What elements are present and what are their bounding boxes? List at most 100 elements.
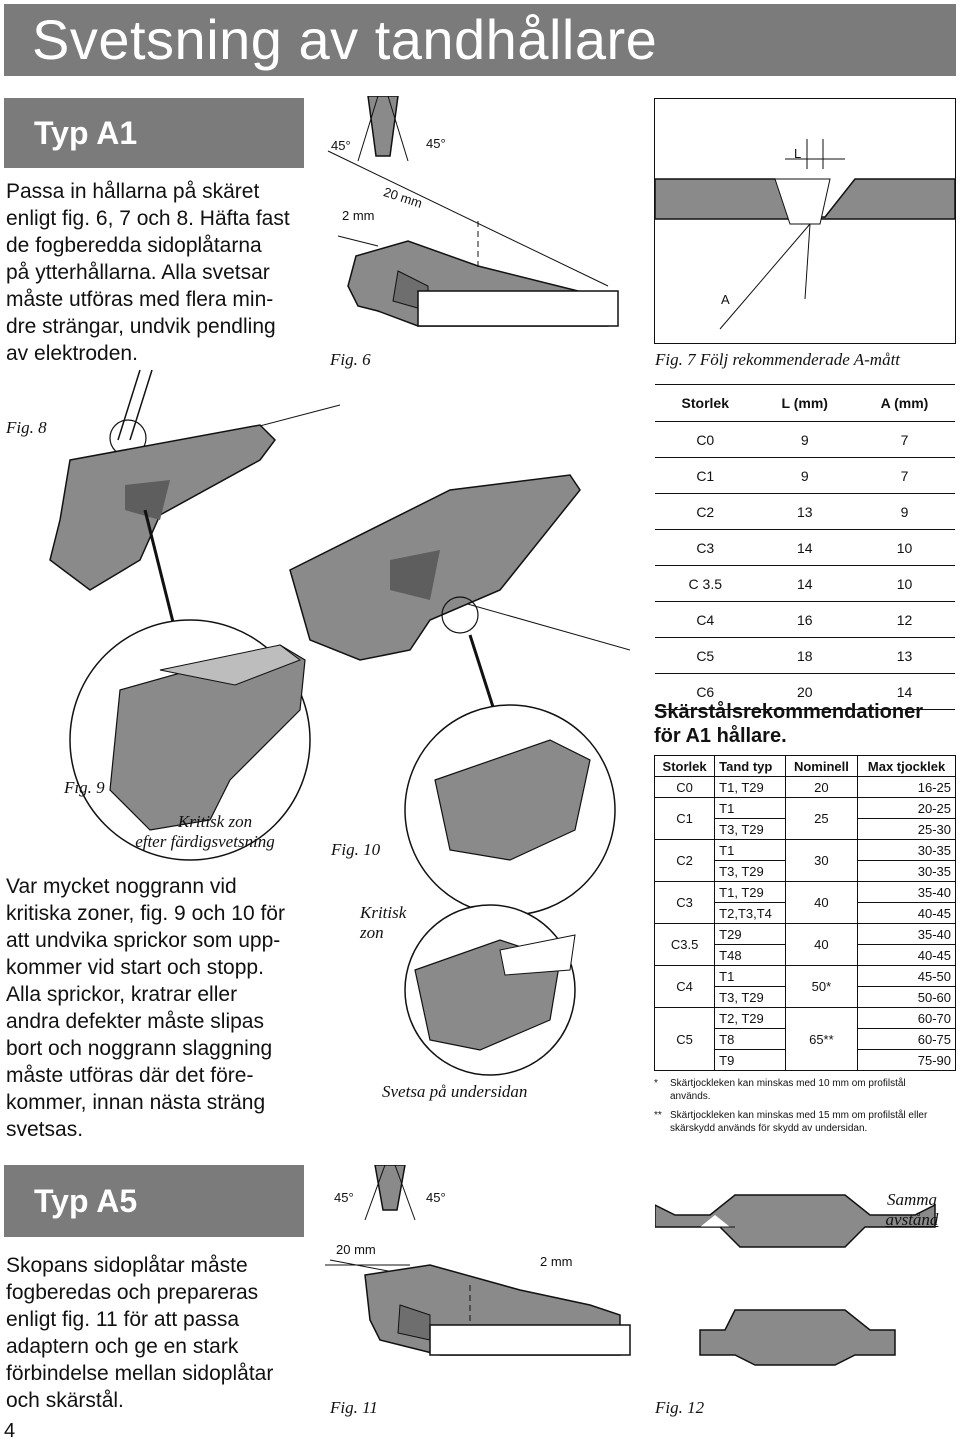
table-cell: 40-45 <box>857 944 956 966</box>
table-cell: 40 <box>784 881 859 924</box>
fig10-zone-line: Kritisk <box>360 903 407 922</box>
table-cell: 14 <box>755 529 854 566</box>
table-cell: 13 <box>755 493 854 530</box>
a1-warning-line: att undvika sprickor som upp- <box>6 929 281 952</box>
fig9-zone-label: Kritisk zon efter färdigsvetsning <box>135 812 275 852</box>
fig6-angle-left: 45° <box>331 138 351 153</box>
fig7-label-a: A <box>721 292 730 307</box>
a5-text-line: fogberedas och prepareras <box>6 1281 259 1304</box>
fig10-zone-label: Kritisk zon <box>360 903 406 943</box>
table-header-cell: Storlek <box>655 384 756 422</box>
a1-intro-line: enligt fig. 6, 7 och 8. Häfta fast <box>6 207 290 230</box>
table-cell: T1, T29 <box>714 776 786 798</box>
table-cell: C0 <box>655 421 756 458</box>
fig12-note-line: Samma <box>886 1190 938 1209</box>
table-cell: 16-25 <box>857 776 956 798</box>
a1-warning-text: Var mycket noggrann vid kritiska zoner, … <box>6 873 306 1143</box>
table-row: C0 T1, T29 20 16-25 <box>653 776 956 798</box>
table-row: T48 40-45 <box>655 944 956 966</box>
table-header-row: Storlek L (mm) A (mm) <box>655 384 955 422</box>
table-cell: 45-50 <box>857 965 956 987</box>
table-cell: 50* <box>784 965 859 1008</box>
fig6-dim-gap: 2 mm <box>342 208 375 223</box>
table-cell: T1 <box>714 797 786 819</box>
table-row: C2 T1 30 30-35 <box>653 839 956 882</box>
table-cell: C2 <box>653 839 716 882</box>
table-row: C3 T1, T29 40 35-40 <box>653 881 956 924</box>
page-title: Svetsning av tandhållare <box>32 8 658 71</box>
fig7-label-l: L <box>794 146 802 161</box>
table-cell: 30 <box>784 839 859 882</box>
table-cell: C3.5 <box>653 923 716 966</box>
table-row: T9 75-90 <box>655 1049 956 1071</box>
table-row: C5 T2, T29 65** 60-70 <box>653 1007 956 1071</box>
table-cell: T2,T3,T4 <box>714 902 786 924</box>
table-row: C1 T1 25 20-25 <box>653 797 956 840</box>
table-cell: 14 <box>755 565 854 602</box>
table-row: T8 60-75 <box>655 1028 956 1050</box>
table-row: C3.5 T29 40 35-40 <box>653 923 956 966</box>
note-line: används. <box>670 1091 711 1102</box>
a1-warning-line: svetsas. <box>6 1118 84 1141</box>
fig12-note-line: avstånd <box>885 1210 939 1229</box>
fig7-caption: Fig. 7 Följ rekommenderade A-mått <box>655 350 901 369</box>
section-title-a1: Typ A1 <box>4 98 304 168</box>
table-cell: C3 <box>653 881 716 924</box>
table-row: C4 T1 50* 45-50 <box>653 965 956 1008</box>
fig10-caption: Fig. 10 <box>331 840 381 859</box>
rec-title-line: för A1 hållare. <box>654 725 787 747</box>
fig10-zone-line: zon <box>360 923 384 942</box>
note-mark: * <box>654 1078 658 1089</box>
table-cell: 30-35 <box>857 839 956 861</box>
a5-text-line: och skärstål. <box>6 1389 124 1412</box>
table-cell: T3, T29 <box>714 818 786 840</box>
fig11-angle-left: 45° <box>334 1190 354 1205</box>
table-cell: 14 <box>853 673 955 710</box>
table-header-cell: A (mm) <box>853 384 955 422</box>
a1-intro-text: Passa in hållarna på skäret enligt fig. … <box>6 178 306 367</box>
fig12-caption: Fig. 12 <box>655 1398 705 1417</box>
fig10-underside-label: Svetsa på undersidan <box>382 1082 528 1101</box>
a1-intro-line: av elektroden. <box>6 342 138 365</box>
table-cell: C 3.5 <box>655 565 756 602</box>
a1-intro-line: på ytterhållarna. Alla svetsar <box>6 261 270 284</box>
table-cell: T1, T29 <box>714 881 786 903</box>
table-cell: 60-70 <box>857 1007 956 1029</box>
table-cell: 25-30 <box>857 818 956 840</box>
table-row: T2,T3,T4 40-45 <box>655 902 956 924</box>
a5-text-line: adaptern och ge en stark <box>6 1335 239 1358</box>
table-cell: 10 <box>853 565 955 602</box>
table-header-cell: Storlek <box>653 755 716 777</box>
table-cell: 30-35 <box>857 860 956 882</box>
table-cell: 40 <box>784 923 859 966</box>
fig11-dim-gap: 2 mm <box>540 1254 573 1269</box>
table-header-row: Storlek Tand typ Nominell Max tjocklek <box>653 755 956 777</box>
table-row: T3, T29 30-35 <box>655 860 956 882</box>
table-cell: C0 <box>653 776 716 798</box>
page-header: Svetsning av tandhållare <box>4 4 956 76</box>
rec-table-title: Skärstålsrekommendationer för A1 hållare… <box>654 700 923 748</box>
table-cell: 16 <box>755 601 854 638</box>
note-mark: ** <box>654 1110 662 1121</box>
section-title-a5: Typ A5 <box>4 1165 304 1237</box>
table-cell: 35-40 <box>857 923 956 945</box>
a1-warning-line: andra defekter måste slipas <box>6 1010 264 1033</box>
a1-warning-line: kritiska zoner, fig. 9 och 10 för <box>6 902 285 925</box>
fig7-illustration <box>655 99 955 330</box>
fig6-angle-right: 45° <box>426 136 446 151</box>
table-cell: T48 <box>714 944 786 966</box>
table-header-cell: Max tjocklek <box>857 755 956 777</box>
table-cell: T29 <box>714 923 786 945</box>
table-cell: T3, T29 <box>714 986 786 1008</box>
table-cell: T8 <box>714 1028 786 1050</box>
rec-note-1: * Skärtjockleken kan minskas med 10 mm o… <box>654 1077 958 1103</box>
table-header-cell: Nominell <box>784 755 859 777</box>
fig9-caption: Fig. 9 <box>64 778 105 797</box>
table-cell: 25 <box>784 797 859 840</box>
fig7-frame <box>654 98 956 344</box>
